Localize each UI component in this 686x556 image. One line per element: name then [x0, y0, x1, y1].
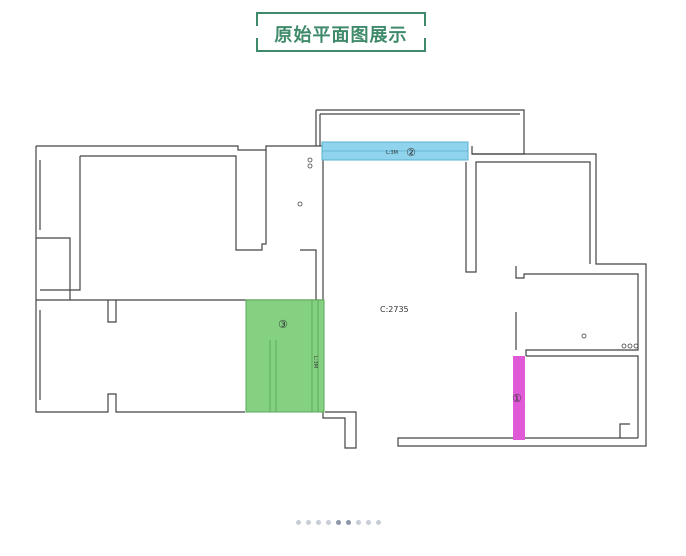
pager-dot[interactable] [306, 520, 311, 525]
pager-dot[interactable] [376, 520, 381, 525]
zone-2-dim: L:3M [386, 150, 398, 156]
inner-wall-bedroom [36, 155, 237, 323]
pager-dot[interactable] [316, 520, 321, 525]
title-frame: 原始平面图展示 [256, 12, 426, 52]
inner-wall-bath [515, 266, 639, 438]
outer-wall-right [397, 153, 647, 447]
pager-dot[interactable] [366, 520, 371, 525]
drain-icon [581, 333, 587, 339]
zone-3-marker: ③ [278, 318, 288, 331]
outer-wall-left-bottom [35, 146, 245, 413]
zone-3-green [245, 299, 325, 413]
pipe-icon [307, 157, 639, 349]
ceiling-height-label: C:2735 [380, 305, 409, 314]
pager-dot[interactable] [336, 520, 341, 525]
pager-dot[interactable] [326, 520, 331, 525]
zone-2-marker: ② [406, 146, 416, 159]
pager-dot[interactable] [346, 520, 351, 525]
drain-icon [297, 201, 303, 207]
inner-wall-living [465, 161, 591, 273]
page-title: 原始平面图展示 [274, 25, 408, 46]
inner-wall-corridor [116, 150, 322, 301]
pager-dot[interactable] [356, 520, 361, 525]
zone-1-marker: ① [512, 392, 522, 405]
zone-1-magenta [513, 356, 525, 440]
pager-dot[interactable] [296, 520, 301, 525]
zone-3-dim: L:3M [312, 356, 318, 368]
